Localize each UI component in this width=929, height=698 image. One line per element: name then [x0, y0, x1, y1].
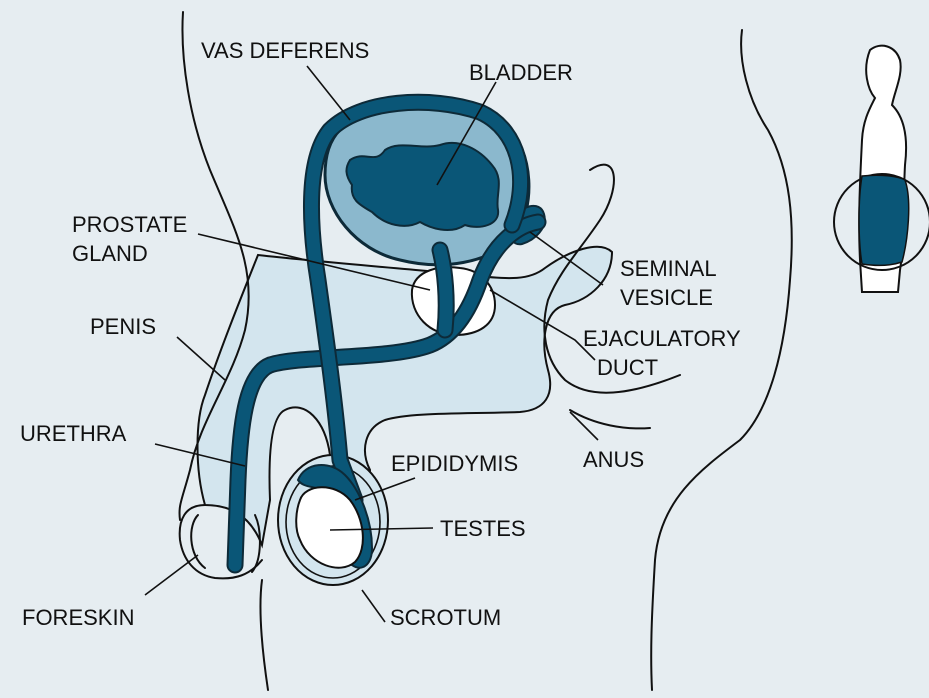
label-ejaculatory-line2: DUCT [597, 355, 658, 380]
label-anus: ANUS [583, 447, 644, 472]
label-seminal-line2: VESICLE [620, 285, 713, 310]
label-vas-deferens: VAS DEFERENS [201, 38, 369, 63]
leader-scrotum [362, 590, 385, 622]
label-epididymis: EPIDIDYMIS [391, 451, 518, 476]
label-testes: TESTES [440, 516, 526, 541]
label-prostate-line2: GLAND [72, 241, 148, 266]
foreskin-fold-left [191, 515, 205, 568]
leg-outline [260, 580, 268, 690]
label-foreskin: FORESKIN [22, 605, 134, 630]
anal-outline [570, 410, 650, 428]
urethra-from-bladder [440, 250, 446, 330]
label-urethra: URETHRA [20, 421, 127, 446]
tissue-region [198, 247, 613, 545]
leader-foreskin [145, 555, 198, 595]
label-penis: PENIS [90, 314, 156, 339]
back-body-outline [651, 30, 792, 690]
label-seminal-line1: SEMINAL [620, 256, 717, 281]
inset-body-figure [834, 46, 929, 292]
label-bladder: BLADDER [469, 60, 573, 85]
inset-highlight-fill [859, 175, 909, 265]
label-ejaculatory-line1: EJACULATORY [583, 326, 741, 351]
label-scrotum: SCROTUM [390, 605, 501, 630]
leader-vas-deferens [307, 66, 350, 120]
label-prostate-line1: PROSTATE [72, 212, 187, 237]
